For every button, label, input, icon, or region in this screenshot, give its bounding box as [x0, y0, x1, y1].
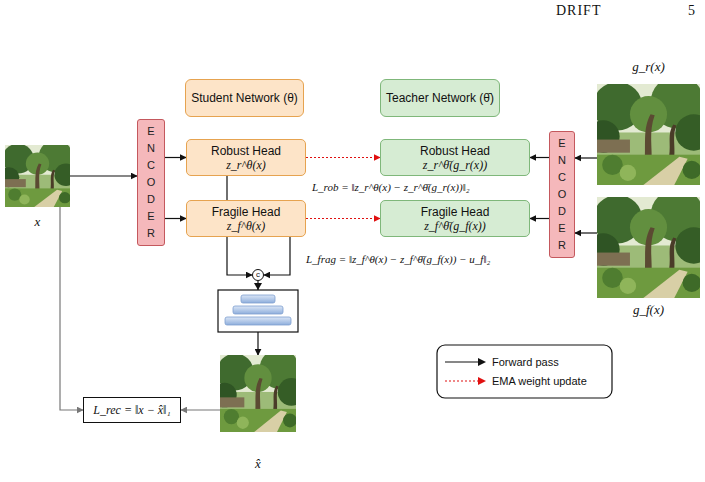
node-title: L_rec = ‖x − x̂‖₁: [93, 403, 170, 417]
node-formula: z_f^θ̄(g_f(x)): [424, 219, 486, 233]
image-label: x: [5, 215, 70, 229]
image-node: x: [5, 145, 70, 207]
encoder-box: E N C O D E R: [137, 119, 165, 246]
node-title: Teacher Network (θ̄): [386, 91, 494, 105]
forward-arrow: [575, 157, 597, 158]
legend-arrow-head: [478, 377, 486, 385]
legend-box: [437, 345, 612, 398]
legend-text: Forward pass: [492, 355, 559, 369]
concat-circle: c: [252, 269, 264, 281]
ema-arrow: [306, 157, 380, 158]
head-box: Fragile Headz_f^θ(x): [186, 200, 306, 237]
legend-text: EMA weight update: [492, 374, 587, 388]
page-number: 5: [688, 4, 696, 18]
forward-arrow: [530, 157, 549, 158]
image-node: g_f(x): [597, 197, 700, 298]
legend-sample-line: [445, 380, 478, 381]
input-image: [0, 140, 78, 207]
forward-arrow: [60, 207, 83, 410]
node-title: Fragile Head: [212, 205, 281, 219]
forward-arrow: [575, 232, 597, 233]
node-title: E N C O D E R: [146, 123, 156, 242]
node-title: c: [256, 271, 260, 279]
node-formula: z_f^θ(x): [227, 219, 265, 233]
loss-box: L_rec = ‖x − x̂‖₁: [83, 397, 181, 423]
head-box: Robust Headz_r^θ̄(g_r(x)): [380, 139, 530, 176]
forward-arrow: [181, 409, 220, 410]
forward-arrow: [264, 237, 290, 275]
encoder-box: E N C O D E R: [549, 131, 575, 258]
node-title: Robust Head: [211, 144, 281, 158]
head-box: Fragile Headz_f^θ̄(g_f(x)): [380, 200, 530, 237]
decoder-layer: [241, 295, 275, 303]
ema-arrow: [306, 218, 380, 219]
image-label: x̂: [220, 457, 296, 471]
forward-arrow: [165, 157, 186, 158]
robust-augmented-image: [587, 76, 705, 185]
loss-formula: L_rob = ‖z_r^θ(x) − z_r^θ̄(g_r(x))‖₂: [312, 180, 470, 194]
image-node: x̂: [220, 355, 296, 432]
forward-arrow: [70, 175, 137, 176]
legend-arrow-head: [478, 358, 486, 366]
legend-sample-line: [445, 361, 478, 362]
forward-arrow: [530, 218, 549, 219]
image-label: g_r(x): [597, 60, 700, 74]
node-title: Fragile Head: [421, 205, 490, 219]
fragile-augmented-image: [587, 189, 705, 298]
node-title: Student Network (θ): [191, 91, 298, 105]
loss-formula: L_frag = ‖z_f^θ(x) − z_f^θ̄(g_f(x)) − u_…: [306, 252, 490, 266]
image-node: g_r(x): [597, 84, 700, 185]
network-label: Teacher Network (θ̄): [380, 79, 500, 117]
decoder-layer: [233, 306, 283, 314]
reconstructed-image: [212, 349, 305, 432]
node-formula: z_r^θ̄(g_r(x)): [423, 158, 487, 172]
arrow-head: [254, 283, 262, 290]
running-header: DRIFT: [556, 4, 601, 18]
node-title: Robust Head: [420, 144, 490, 158]
node-formula: z_r^θ(x): [226, 158, 266, 172]
image-label: g_f(x): [597, 303, 700, 317]
decoder-box: [218, 290, 298, 332]
network-label: Student Network (θ): [185, 79, 304, 117]
node-title: E N C O D E R: [557, 135, 567, 254]
head-box: Robust Headz_r^θ(x): [186, 139, 306, 176]
decoder-layer: [225, 317, 291, 325]
forward-arrow: [165, 218, 186, 219]
